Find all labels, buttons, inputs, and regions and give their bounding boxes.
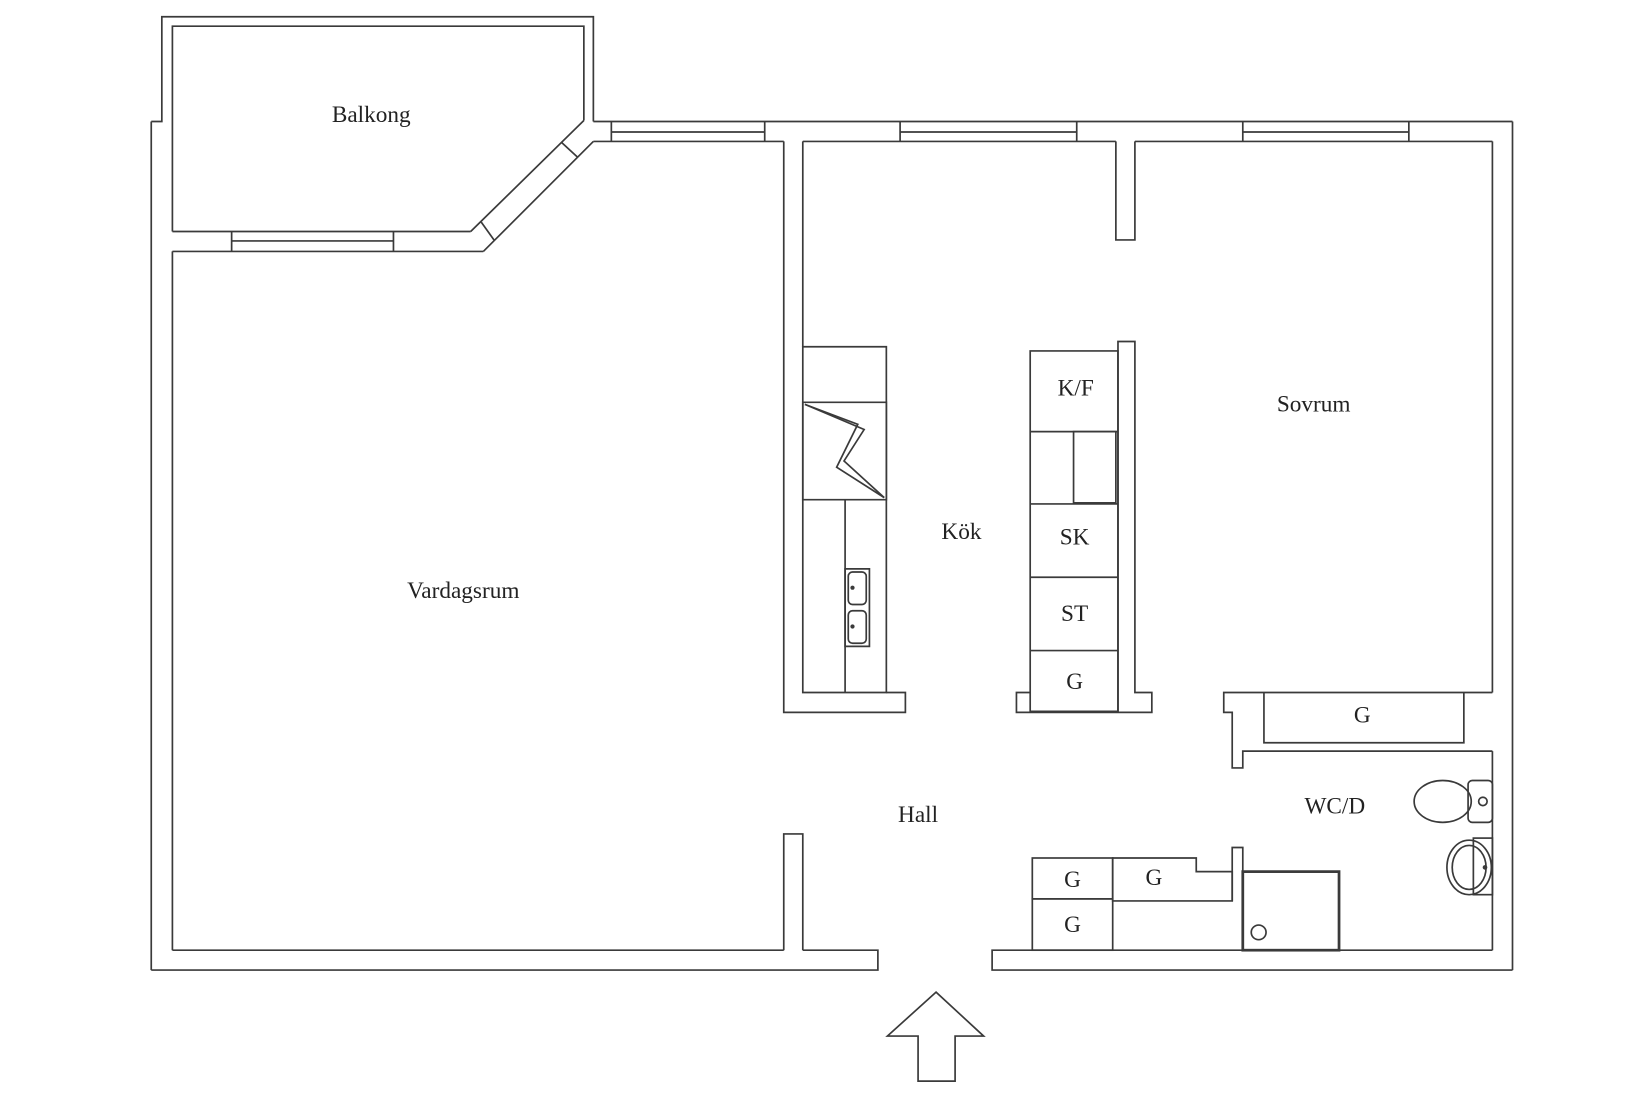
shower-icon <box>1241 870 1341 952</box>
washbasin-back <box>1472 837 1494 896</box>
sink-basin-lower <box>847 609 868 645</box>
fixture-label-hall-wardrobe-upper: G <box>1064 867 1081 893</box>
walls <box>150 15 1514 971</box>
bedroom-wardrobe <box>1263 692 1465 744</box>
window-balcony-living <box>230 231 395 252</box>
ventilation-shaft-zigzag-a <box>804 403 885 499</box>
kitchen-fittings <box>801 345 1119 713</box>
ventilation-shaft-icon <box>804 403 885 499</box>
balcony-outer-wall <box>151 15 595 123</box>
hall-wardrobe-side <box>1111 857 1234 902</box>
washbasin-icon <box>1446 837 1494 896</box>
wardrobes <box>1031 692 1465 952</box>
room-label-hall: Hall <box>898 802 938 828</box>
shower-drain <box>1250 924 1267 941</box>
fixture-label-bedroom-wardrobe: G <box>1354 703 1371 729</box>
toilet-icon <box>1413 779 1494 824</box>
sink-drain-lower <box>850 624 855 629</box>
toilet-bowl <box>1413 779 1473 824</box>
room-label-bathroom: WC/D <box>1304 794 1365 820</box>
washbasin-bowl-inner <box>1451 844 1487 891</box>
sink-basin-upper <box>847 571 868 606</box>
fixture-label-fridge-freezer: K/F <box>1058 376 1094 402</box>
ventilation-shaft-box <box>801 401 888 501</box>
built-in-oven <box>1072 430 1117 504</box>
kitchen-sink-icon <box>844 568 871 648</box>
appliance-column <box>1029 350 1119 713</box>
toilet-flush <box>1477 796 1488 807</box>
sink-frame <box>844 568 871 648</box>
room-label-balcony: Balkong <box>332 102 411 128</box>
fixture-label-hall-wardrobe-lower: G <box>1064 912 1081 938</box>
washbasin-bowl-outer <box>1446 839 1493 896</box>
fixture-label-kitchen-wardrobe: G <box>1066 669 1083 695</box>
exterior-wall-bottom-right <box>991 949 1513 971</box>
partition-living-kitchen <box>782 141 907 714</box>
ventilation-shaft-zigzag-b <box>804 403 885 499</box>
room-label-living-room: Vardagsrum <box>407 578 519 604</box>
diagonal-wall-balcony-side <box>470 119 585 233</box>
partition-living-hall-stub <box>782 833 804 951</box>
partition-bathroom-hall <box>1231 846 1244 901</box>
partition-kitchen-bedroom-stub <box>1115 141 1136 241</box>
window-living-room <box>610 121 766 142</box>
hall-wardrobe-lower <box>1031 898 1114 952</box>
sink-drain-upper <box>850 585 855 590</box>
room-label-kitchen: Kök <box>941 519 981 545</box>
fixture-label-hall-wardrobe-side: G <box>1146 865 1163 891</box>
kitchen-counter <box>801 345 888 694</box>
toilet-tank <box>1467 779 1494 824</box>
window-kitchen <box>899 121 1078 142</box>
entrance-arrow-icon <box>885 990 986 1082</box>
partition-bedroom-bathroom <box>1222 691 1493 769</box>
window-bedroom <box>1241 121 1410 142</box>
fixture-label-st: ST <box>1061 601 1088 627</box>
fixture-label-sk: SK <box>1060 524 1090 550</box>
balcony-inner-railing <box>171 25 585 232</box>
diagonal-wall-living-side <box>482 140 594 253</box>
room-labels: Balkong Vardagsrum Kök Sovrum Hall WC/D <box>332 102 1365 828</box>
exterior-wall-bottom-left <box>151 949 879 971</box>
diagonal-wall-frame-bottom <box>480 221 495 241</box>
washbasin-tap <box>1482 865 1488 870</box>
shower-tray <box>1241 870 1341 952</box>
windows <box>230 121 1410 252</box>
entrance-marker <box>885 990 986 1082</box>
room-label-bedroom: Sovrum <box>1277 391 1351 417</box>
diagonal-wall-frame-top <box>561 141 579 158</box>
partition-kitchen-bedroom <box>1015 340 1153 714</box>
fixture-labels: K/F SK ST G G G G G <box>1058 376 1371 938</box>
bathroom-fittings <box>1241 779 1494 952</box>
